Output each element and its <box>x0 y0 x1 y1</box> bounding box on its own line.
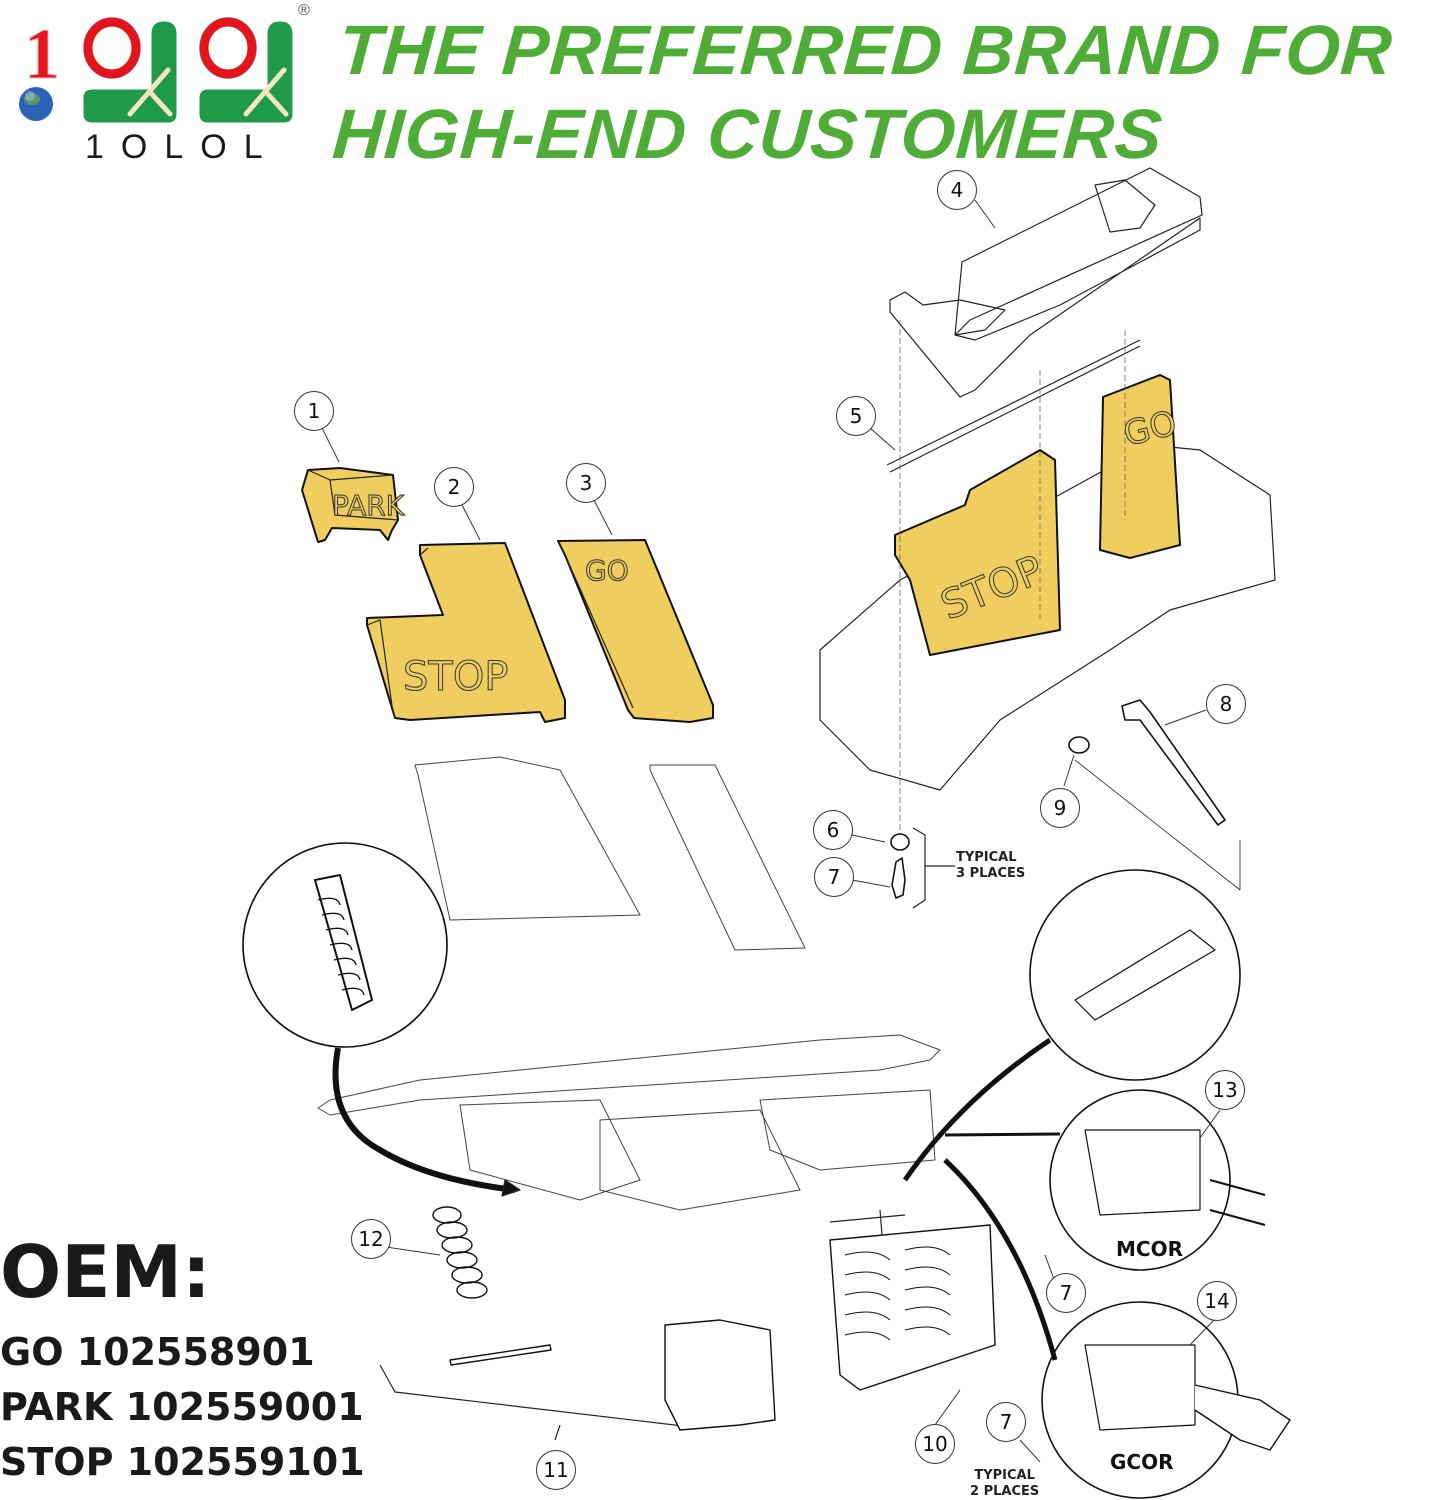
callout-label: 13 <box>1212 1078 1238 1102</box>
svg-text:1: 1 <box>24 14 60 94</box>
callout-10: 10 <box>915 1424 955 1464</box>
callout-14: 14 <box>1197 1281 1237 1321</box>
oem-title: OEM: <box>0 1230 211 1314</box>
logo-wordmark: 1OLOL <box>85 128 280 166</box>
callout-label: 5 <box>849 404 863 428</box>
park-pad-icon <box>301 467 399 543</box>
note-line: TYPICAL <box>974 1468 1035 1483</box>
callout-8: 8 <box>1206 684 1246 724</box>
callout-12: 12 <box>351 1219 391 1259</box>
oem-park: PARK 102559001 <box>0 1385 364 1429</box>
registered-mark: ® <box>298 2 310 19</box>
callout-label: 1 <box>307 399 321 423</box>
callout-label: 10 <box>922 1432 948 1456</box>
callout-label: 2 <box>447 475 461 499</box>
callout-11: 11 <box>536 1450 576 1490</box>
callout-label: 9 <box>1053 796 1067 820</box>
note-line: TYPICAL <box>956 850 1017 865</box>
callout-7-screw: 7 <box>814 857 854 897</box>
oem-stop: STOP 102559101 <box>0 1440 365 1484</box>
callout-13: 13 <box>1205 1070 1245 1110</box>
note-typical-2-places: TYPICAL 2 PLACES <box>970 1468 1039 1500</box>
logo-mark-icon: 1 <box>19 14 296 126</box>
detail-label-gcor: GCOR <box>1110 1450 1174 1474</box>
callout-label: 7 <box>827 865 841 889</box>
callout-9: 9 <box>1040 788 1080 828</box>
callout-1: 1 <box>294 391 334 431</box>
note-line: 2 PLACES <box>970 1484 1040 1499</box>
go-emboss: GO <box>585 554 629 587</box>
callout-7-mcor: 7 <box>1046 1273 1086 1313</box>
callout-4: 4 <box>937 170 977 210</box>
callout-label: 4 <box>950 178 964 202</box>
callout-3: 3 <box>566 463 606 503</box>
callout-5: 5 <box>836 396 876 436</box>
callout-label: 8 <box>1219 692 1233 716</box>
callout-7-gcor: 7 <box>986 1402 1026 1442</box>
callout-label: 12 <box>358 1227 384 1251</box>
callout-label: 6 <box>826 818 840 842</box>
callout-6: 6 <box>813 810 853 850</box>
callout-label: 7 <box>1059 1281 1073 1305</box>
stop-emboss: STOP <box>403 654 508 700</box>
park-emboss: PARK <box>332 489 405 522</box>
callout-label: 11 <box>543 1458 569 1482</box>
brand-logo: 1 ® 1OLOL <box>10 0 320 170</box>
callout-label: 3 <box>579 471 593 495</box>
detail-label-mcor: MCOR <box>1116 1237 1183 1261</box>
callout-2: 2 <box>434 467 474 507</box>
callout-label: 7 <box>999 1410 1013 1434</box>
oem-go: GO 102558901 <box>0 1330 315 1374</box>
callout-label: 14 <box>1204 1289 1230 1313</box>
note-typical-3-places: TYPICAL 3 PLACES <box>956 850 1025 882</box>
note-line: 3 PLACES <box>956 866 1026 881</box>
